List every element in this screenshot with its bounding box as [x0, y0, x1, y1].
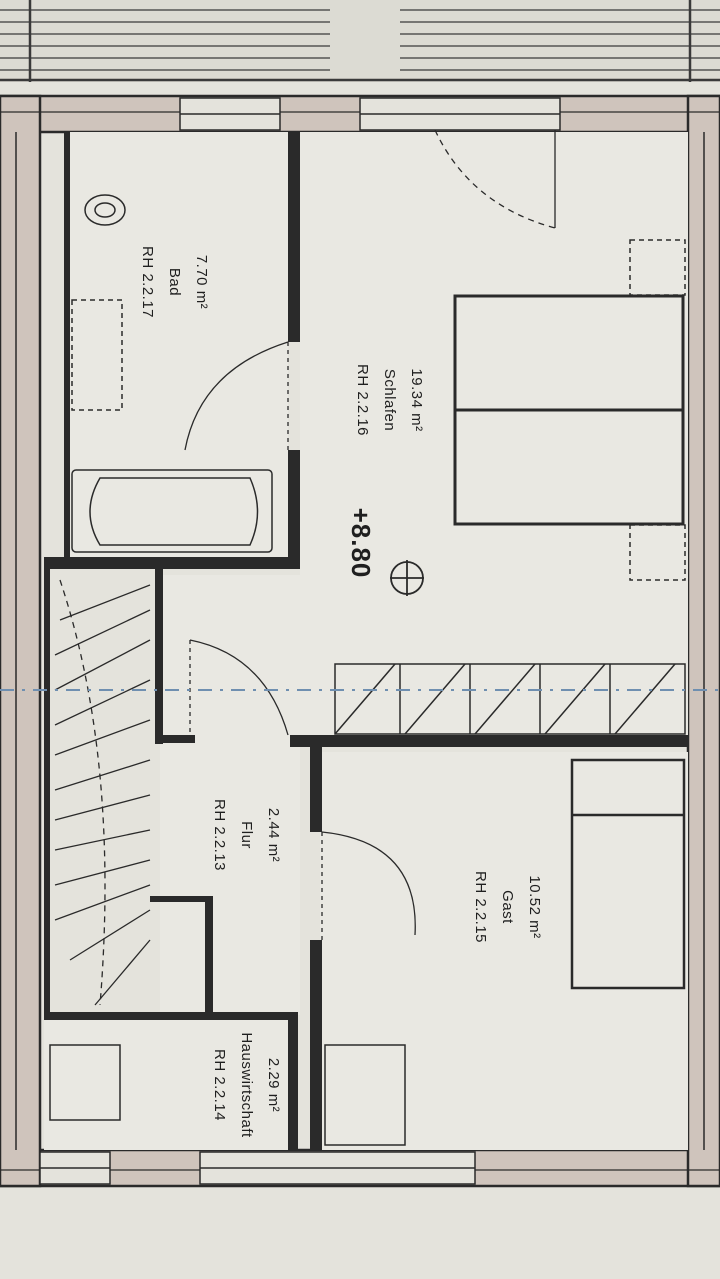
sink-icon: [71, 299, 123, 411]
room-id-schlafen: RH 2.2.16: [354, 364, 371, 436]
double-bed-icon: [453, 239, 686, 581]
room-area-hauswirtschaft: 2.29 m²: [265, 1058, 282, 1112]
room-id-bad: RH 2.2.17: [139, 246, 156, 318]
room-area-bad: 7.70 m²: [193, 255, 210, 309]
bathtub-icon: [71, 469, 273, 553]
room-labels: RH 2.2.17 Bad 7.70 m² RH 2.2.16 Schlafen…: [139, 246, 543, 1138]
single-bed-icon: [570, 758, 686, 990]
room-area-flur: 2.44 m²: [265, 808, 282, 862]
bathroom-fixtures: [71, 194, 273, 553]
level-marker-icon: [390, 560, 424, 596]
level-value: +8.80: [346, 508, 376, 579]
room-id-gast: RH 2.2.15: [472, 871, 489, 943]
windows: [39, 97, 561, 1185]
staircase: [54, 579, 151, 1006]
room-name-gast: Gast: [499, 890, 516, 924]
room-id-hauswirtschaft: RH 2.2.14: [211, 1049, 228, 1121]
room-area-gast: 10.52 m²: [526, 875, 543, 938]
top-neighbor-area: [0, 0, 720, 82]
door-swings: [184, 129, 556, 940]
utility-fixtures: [49, 1044, 406, 1146]
interior-walls: [44, 132, 688, 1150]
room-name-schlafen: Schlafen: [381, 369, 398, 431]
room-name-hauswirtschaft: Hauswirtschaft: [238, 1032, 255, 1138]
room-name-flur: Flur: [238, 821, 255, 849]
washing-machine-icon: [49, 1044, 121, 1121]
room-id-flur: RH 2.2.13: [211, 799, 228, 871]
room-name-bad: Bad: [166, 268, 183, 296]
wardrobe: [334, 663, 686, 735]
room-area-schlafen: 19.34 m²: [408, 368, 425, 431]
room-floors: [44, 132, 688, 1150]
toilet-icon: [84, 194, 126, 226]
